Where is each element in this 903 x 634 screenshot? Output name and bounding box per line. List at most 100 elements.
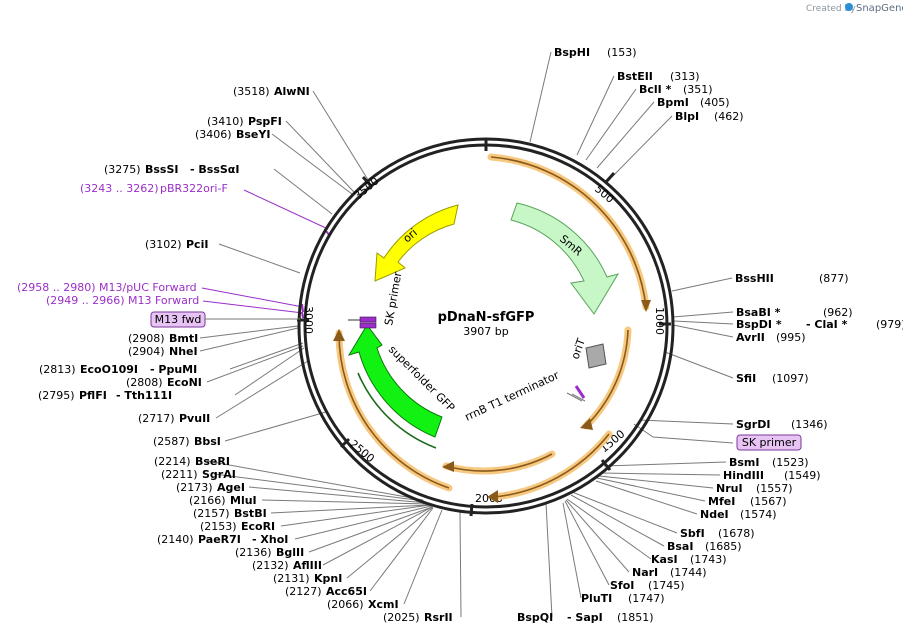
svg-text:BspHI: BspHI bbox=[554, 46, 590, 59]
smr-arrow bbox=[510, 202, 620, 315]
m13-fwd-tag[interactable]: M13 fwd bbox=[150, 311, 206, 328]
svg-text:(2066): (2066) bbox=[327, 598, 364, 611]
position-ticks bbox=[297, 172, 671, 517]
site-label-sfoi[interactable]: SfoI(1745) bbox=[610, 579, 685, 592]
site-label-bsteii[interactable]: BstEII(313) bbox=[617, 70, 700, 83]
svg-text:(2808): (2808) bbox=[126, 376, 163, 389]
site-label-kpni[interactable]: (2131)KpnI bbox=[273, 572, 342, 585]
svg-text:- PpuMI: - PpuMI bbox=[150, 363, 197, 376]
site-label-hindiii[interactable]: HindIII(1549) bbox=[723, 469, 821, 482]
svg-text:(153): (153) bbox=[607, 46, 637, 59]
svg-text:(313): (313) bbox=[670, 70, 700, 83]
site-label-bspqi[interactable]: BspQI- SapI(1851) bbox=[517, 611, 654, 624]
primer-label-pbr322ori-f[interactable]: (3243 .. 3262) pBR322ori-F bbox=[80, 182, 228, 195]
svg-text:(2157): (2157) bbox=[193, 507, 230, 520]
sk-primer-tag[interactable]: SK primer bbox=[736, 434, 802, 451]
site-label-bsphi[interactable]: BspHI (153) bbox=[554, 46, 637, 59]
site-label-ecori[interactable]: (2153)EcoRI bbox=[200, 520, 275, 533]
site-label-bsshii[interactable]: BssHII(877) bbox=[735, 272, 849, 285]
site-label-acc65i[interactable]: (2127) Acc65I bbox=[285, 585, 367, 598]
site-label-bsssi[interactable]: (3275)BssSI- BssSαI bbox=[104, 163, 239, 176]
site-label-pcii[interactable]: (3102)PciI bbox=[145, 238, 208, 251]
svg-text:NarI: NarI bbox=[632, 566, 658, 579]
svg-text:(1574): (1574) bbox=[740, 508, 777, 521]
site-label-bbsi[interactable]: (2587)BbsI bbox=[153, 435, 221, 448]
site-label-bsabi[interactable]: BsaBI *(962) bbox=[736, 306, 853, 319]
svg-text:BclI *: BclI * bbox=[639, 83, 672, 96]
site-label-bseyi[interactable]: (3406)BseYI bbox=[195, 128, 270, 141]
svg-text:(979): (979) bbox=[876, 318, 903, 331]
svg-text:RsrII: RsrII bbox=[424, 611, 453, 624]
svg-text:(2211): (2211) bbox=[161, 468, 198, 481]
tick-label-1000: 1000 bbox=[653, 307, 666, 335]
site-label-ecoo109i[interactable]: (2813)EcoO109I- PpuMI bbox=[39, 363, 197, 376]
site-label-econi[interactable]: (2808) EcoNI bbox=[126, 376, 202, 389]
site-label-mfei[interactable]: MfeI(1567) bbox=[708, 495, 787, 508]
site-label-nhei[interactable]: (2904)NheI bbox=[128, 345, 198, 358]
site-label-bpmi[interactable]: BpmI(405) bbox=[657, 96, 730, 109]
site-label-sgrdi[interactable]: SgrDI(1346) bbox=[736, 418, 828, 431]
svg-text:(462): (462) bbox=[714, 110, 744, 123]
svg-text:Acc65I: Acc65I bbox=[326, 585, 367, 598]
primer-label-m13-forward[interactable]: (2949 .. 2966) M13 Forward bbox=[46, 294, 199, 307]
svg-text:(2025): (2025) bbox=[383, 611, 420, 624]
svg-text:(2173): (2173) bbox=[176, 481, 213, 494]
svg-text:(1744): (1744) bbox=[670, 566, 707, 579]
primer-pos: (3243 .. 3262) bbox=[80, 182, 159, 195]
svg-text:(2140): (2140) bbox=[157, 533, 194, 546]
snapgene-credit: Created by SnapGene bbox=[806, 3, 903, 14]
plasmid-name: pDnaN-sfGFP bbox=[438, 310, 535, 325]
svg-text:(1851): (1851) bbox=[617, 611, 654, 624]
site-label-paer7i[interactable]: (2140)PaeR7I- XhoI bbox=[157, 533, 288, 546]
svg-text:(877): (877) bbox=[819, 272, 849, 285]
site-label-ndei[interactable]: NdeI(1574) bbox=[700, 508, 777, 521]
site-label-sbfi[interactable]: SbfI(1678) bbox=[680, 527, 755, 540]
svg-text:(2127): (2127) bbox=[285, 585, 322, 598]
svg-text:(1745): (1745) bbox=[648, 579, 685, 592]
svg-text:PciI: PciI bbox=[186, 238, 208, 251]
superfolder-gfp-inner-strand bbox=[357, 372, 437, 449]
site-label-bsai[interactable]: BsaI(1685) bbox=[667, 540, 742, 553]
tick-label-3000: 3000 bbox=[302, 306, 315, 334]
svg-text:SfiI: SfiI bbox=[736, 372, 756, 385]
svg-text:AgeI: AgeI bbox=[217, 481, 245, 494]
site-label-pspfi[interactable]: (3410)PspFI bbox=[207, 115, 282, 128]
orit-label: oriT bbox=[569, 337, 589, 361]
site-label-xcmi[interactable]: (2066)XcmI bbox=[327, 598, 399, 611]
site-label-bmti[interactable]: (2908)BmtI bbox=[128, 332, 198, 345]
site-label-avrii[interactable]: AvrII(995) bbox=[736, 331, 806, 344]
site-label-pflfi[interactable]: (2795)PflFI- Tth111I bbox=[38, 389, 172, 402]
svg-text:EcoNI: EcoNI bbox=[167, 376, 202, 389]
site-label-afliii[interactable]: (2132)AflIII bbox=[252, 559, 322, 572]
svg-text:BmtI: BmtI bbox=[169, 332, 198, 345]
primer-label-m13-puc-forward[interactable]: (2958 .. 2980) M13/pUC Forward bbox=[17, 281, 197, 294]
site-label-pluti[interactable]: PluTI(1747) bbox=[581, 592, 665, 605]
site-label-nari[interactable]: NarI (1744) bbox=[632, 566, 707, 579]
site-label-mlui[interactable]: (2166)MluI bbox=[189, 494, 257, 507]
site-label-nrui[interactable]: NruI(1557) bbox=[716, 482, 793, 495]
svg-text:- ClaI *: - ClaI * bbox=[806, 318, 848, 331]
svg-text:MluI: MluI bbox=[230, 494, 257, 507]
site-label-blpi[interactable]: BlpI(462) bbox=[675, 110, 744, 123]
site-label-bglii[interactable]: (2136)BglII bbox=[235, 546, 304, 559]
svg-text:(351): (351) bbox=[683, 83, 713, 96]
svg-text:BspQI: BspQI bbox=[517, 611, 553, 624]
site-label-sgrai[interactable]: (2211)SgrAI bbox=[161, 468, 236, 481]
svg-text:(1747): (1747) bbox=[628, 592, 665, 605]
site-label-sfii[interactable]: SfiI(1097) bbox=[736, 372, 809, 385]
superfolder-gfp-arrow bbox=[347, 324, 443, 438]
site-label-bstbi[interactable]: (2157)BstBI bbox=[193, 507, 267, 520]
site-label-bsmi[interactable]: BsmI(1523) bbox=[729, 456, 809, 469]
site-label-bspdi[interactable]: BspDI *- ClaI *(979) bbox=[736, 318, 903, 331]
svg-text:(2132): (2132) bbox=[252, 559, 289, 572]
site-label-bcli[interactable]: BclI * (351) bbox=[639, 83, 713, 96]
svg-text:PflFI: PflFI bbox=[79, 389, 107, 402]
site-label-rsrii[interactable]: (2025) RsrII bbox=[383, 611, 453, 624]
site-label-pvuii[interactable]: (2717)PvuII bbox=[138, 412, 210, 425]
orit-box bbox=[585, 343, 607, 369]
site-label-bseri[interactable]: (2214)BseRI bbox=[154, 455, 230, 468]
svg-text:(2153): (2153) bbox=[200, 520, 237, 533]
site-label-agei[interactable]: (2173) AgeI bbox=[176, 481, 245, 494]
site-label-alwni[interactable]: (3518)AlwNI bbox=[233, 85, 310, 98]
site-label-kasi[interactable]: KasI(1743) bbox=[651, 553, 727, 566]
